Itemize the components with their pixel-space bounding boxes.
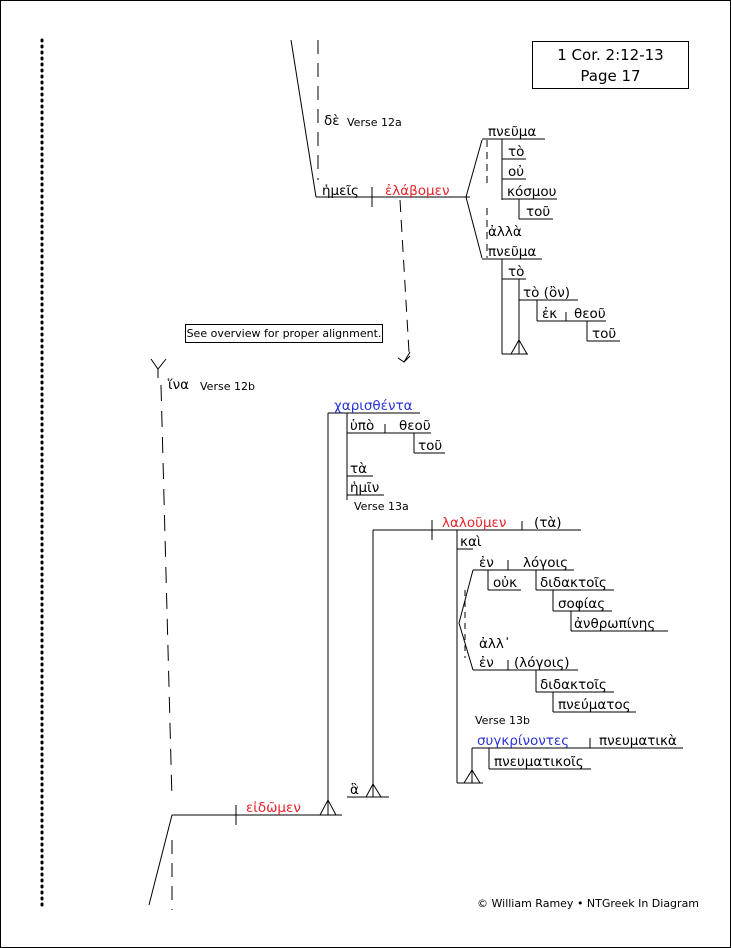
word-tou1: τοῦ xyxy=(526,204,551,220)
word-kosmou: κόσμου xyxy=(507,184,557,200)
word-to2: τὸ xyxy=(508,264,525,280)
word-didaktois1: διδακτοῖς xyxy=(540,575,607,591)
word-theou2: θεοῦ xyxy=(399,418,431,434)
en-fork-lower xyxy=(458,622,474,671)
hina-dashed xyxy=(160,384,173,801)
slant-line-12a xyxy=(290,39,317,198)
word-tou3: τοῦ xyxy=(418,438,443,454)
word-to-on: τὸ (ὂν) xyxy=(523,285,571,301)
word-to1: τὸ xyxy=(508,144,525,160)
word-ha: ἃ xyxy=(350,782,359,798)
verse-label-13a: Verse 13a xyxy=(354,500,409,513)
alignment-note: See overview for proper alignment. xyxy=(185,324,383,343)
reference-box: 1 Cor. 2:12-13 Page 17 xyxy=(532,41,689,89)
word-kai: καὶ xyxy=(460,534,482,550)
word-charisthenta: χαρισθέντα xyxy=(334,398,413,414)
word-pneuma2: πνεῦμα xyxy=(488,244,537,260)
fork-upper xyxy=(465,139,483,198)
word-hemeis: ἡμεῖς xyxy=(322,183,359,199)
word-hypo: ὑπὸ xyxy=(350,418,375,434)
word-tou2: τοῦ xyxy=(592,326,617,342)
word-sophias: σοφίας xyxy=(558,596,606,612)
word-de: δὲ xyxy=(324,113,340,129)
pedestal-ha xyxy=(365,782,382,798)
verse-label-13b: Verse 13b xyxy=(475,714,530,727)
word-synkrinontes: συγκρίνοντες xyxy=(477,733,570,749)
word-didaktois2: διδακτοῖς xyxy=(540,677,607,693)
word-laloumen: λαλοῦμεν xyxy=(442,515,507,531)
word-ouk: οὐκ xyxy=(493,575,518,591)
word-ta2: (τὰ) xyxy=(534,515,562,531)
verse-label-12b: Verse 12b xyxy=(200,380,255,393)
word-logois2: (λόγοις) xyxy=(514,655,570,671)
pedestal-12a xyxy=(510,338,528,355)
word-pneuma1: πνεῦμα xyxy=(488,124,537,140)
word-ek: ἐκ xyxy=(542,306,558,322)
reference-page: Page 17 xyxy=(580,67,641,85)
fork-lower xyxy=(465,196,483,259)
connector-arrow xyxy=(397,351,411,363)
word-all: ἀλλ᾽ xyxy=(479,636,511,652)
word-en2: ἐν xyxy=(479,655,494,671)
word-elabomen: ἐλάβομεν xyxy=(385,183,450,199)
word-ta1: τὰ xyxy=(350,461,368,477)
word-alla: ἀλλὰ xyxy=(488,224,522,240)
word-theou1: θεοῦ xyxy=(574,306,606,322)
slant-line-12b xyxy=(148,814,173,906)
connector-dashed xyxy=(399,199,410,353)
word-eidomen: εἰδῶμεν xyxy=(246,800,301,816)
pedestal-eidomen xyxy=(319,798,337,816)
word-hina: ἵνα xyxy=(168,377,190,393)
copyright-footer: © William Ramey • NTGreek In Diagram xyxy=(477,897,700,910)
pedestal-synkrinontes xyxy=(463,769,481,784)
word-logois1: λόγοις xyxy=(523,555,568,571)
word-ou: οὐ xyxy=(508,164,525,180)
word-pneumatikois: πνευματικοῖς xyxy=(494,754,584,770)
word-anthropines: ἀνθρωπίνης xyxy=(574,616,656,632)
hina-fork xyxy=(150,358,167,378)
verse-label-12a: Verse 12a xyxy=(347,116,402,129)
en-fork-upper xyxy=(458,569,474,624)
word-hemin: ἡμῖν xyxy=(350,480,380,496)
word-pneumatos: πνεύματος xyxy=(558,697,631,713)
word-en1: ἐν xyxy=(479,555,494,571)
reference-verse: 1 Cor. 2:12-13 xyxy=(557,46,664,64)
word-pneumatika: πνευματικὰ xyxy=(599,733,677,749)
